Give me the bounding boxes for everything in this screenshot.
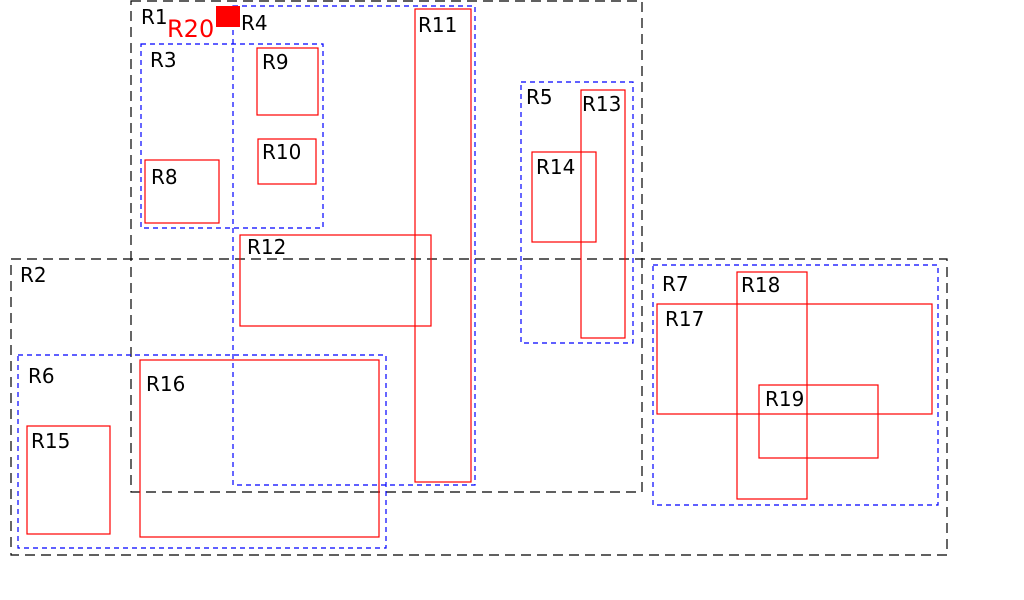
label-r20: R20 <box>167 15 214 43</box>
region-r8-box <box>144 159 220 224</box>
label-r12: R12 <box>247 235 286 259</box>
label-r14: R14 <box>536 155 575 179</box>
region-r5-box <box>520 81 634 344</box>
label-r10: R10 <box>262 140 301 164</box>
region-r3-box <box>140 43 324 229</box>
region-r16-box <box>139 359 380 538</box>
region-r13-box <box>580 89 626 339</box>
label-r18: R18 <box>741 273 780 297</box>
region-r12-box <box>239 234 432 327</box>
region-r11-box <box>414 8 472 483</box>
label-r13: R13 <box>582 92 621 116</box>
label-r6: R6 <box>28 364 55 388</box>
label-r16: R16 <box>146 372 185 396</box>
label-r9: R9 <box>262 50 289 74</box>
region-r1-box <box>130 0 643 493</box>
label-r17: R17 <box>665 307 704 331</box>
label-r11: R11 <box>418 13 457 37</box>
label-r19: R19 <box>765 387 804 411</box>
region-r9-box <box>256 47 319 116</box>
label-r7: R7 <box>662 272 689 296</box>
region-r19-box <box>758 384 879 459</box>
region-r7-box <box>652 264 939 506</box>
label-r15: R15 <box>31 429 70 453</box>
label-r5: R5 <box>526 85 553 109</box>
region-r2-box <box>10 258 948 556</box>
region-r20-marker <box>216 6 240 27</box>
label-r4: R4 <box>241 11 268 35</box>
region-r15-box <box>26 425 111 535</box>
region-r4-box <box>232 5 476 486</box>
label-r3: R3 <box>150 48 177 72</box>
region-r10-box <box>257 138 317 185</box>
label-r1: R1 <box>141 5 168 29</box>
region-r6-box <box>17 354 387 549</box>
region-r17-box <box>656 303 933 415</box>
label-r2: R2 <box>20 263 47 287</box>
region-r14-box <box>531 151 597 243</box>
label-r8: R8 <box>151 165 178 189</box>
